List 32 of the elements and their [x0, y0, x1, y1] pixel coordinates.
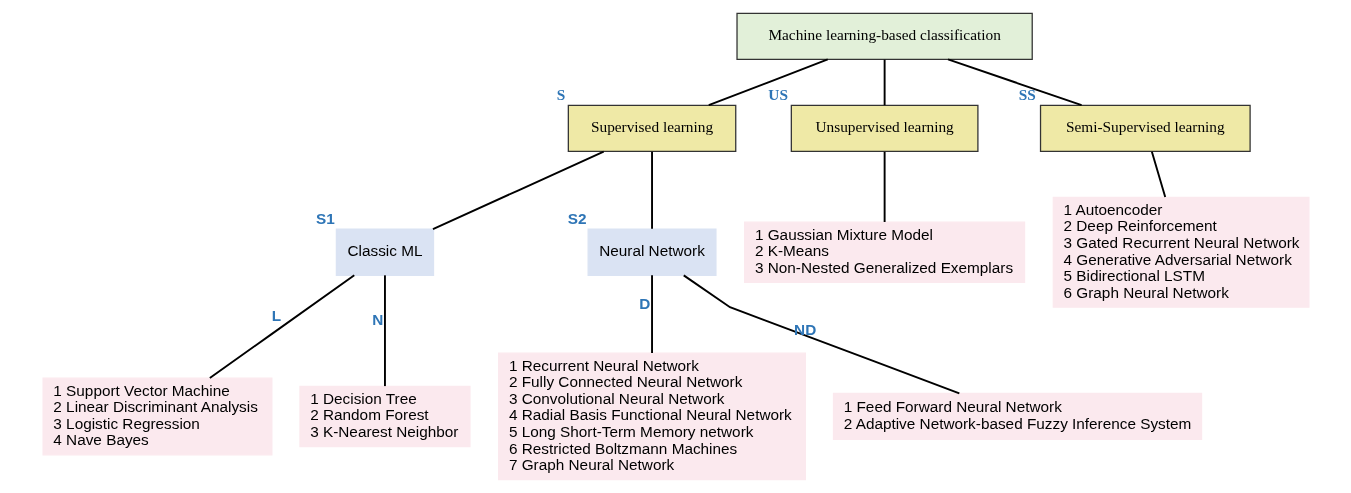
node-box: 1 Recurrent Neural Network 2 Fully Connected Neural Network 3 Convolutional Neural Network 4 Radial Basis Functional Neural Network 5 Long Short-Term Memory network 6 Restricted Boltzmann Machines 7 Graph Neural Network — [497, 352, 806, 481]
connector — [707, 58, 829, 107]
node-box: Classic ML — [335, 228, 434, 276]
edge-label: N — [371, 311, 383, 329]
node-box: 1 Autoencoder 2 Deep Reinforcement 3 Gated Recurrent Neural Network 4 Generative Adversarial Network 5 Bidirectional LSTM 6 Graph Neural Network — [1052, 196, 1310, 308]
edge-label: L — [271, 307, 281, 325]
connector — [650, 274, 653, 354]
node-box: Neural Network — [587, 228, 717, 276]
connector — [883, 150, 886, 223]
node-box: 1 Gaussian Mixture Model 2 K-Means 3 Non-Nested Generalized Exemplars — [743, 221, 1025, 283]
connector — [383, 274, 386, 388]
node-label: S1 — [315, 209, 335, 227]
node-label: S — [556, 85, 565, 103]
node-box: 1 Feed Forward Neural Network 2 Adaptive Network-based Fuzzy Inference System — [832, 392, 1202, 441]
connector — [883, 58, 886, 107]
node-label: SS — [1018, 85, 1036, 103]
connector — [650, 150, 653, 230]
edge-label: ND — [793, 320, 816, 338]
node-label: S2 — [567, 209, 586, 227]
connector — [1150, 150, 1166, 199]
node-box: Machine learning-based classification — [735, 12, 1033, 60]
node-box: Semi-Supervised learning — [1039, 104, 1251, 152]
node-box: Supervised learning — [567, 104, 736, 152]
connector — [682, 274, 960, 395]
node-label: US — [767, 85, 788, 103]
connector — [946, 58, 1083, 107]
node-box: 1 Support Vector Machine 2 Linear Discriminant Analysis 3 Logistic Regression 4 Nave Bayes — [41, 377, 272, 456]
connector — [431, 150, 605, 231]
node-box: 1 Decision Tree 2 Random Forest 3 K-Nearest Neighbor — [298, 385, 471, 448]
edge-label: D — [638, 294, 650, 312]
connector — [208, 274, 355, 379]
node-box: Unsupervised learning — [790, 104, 979, 152]
